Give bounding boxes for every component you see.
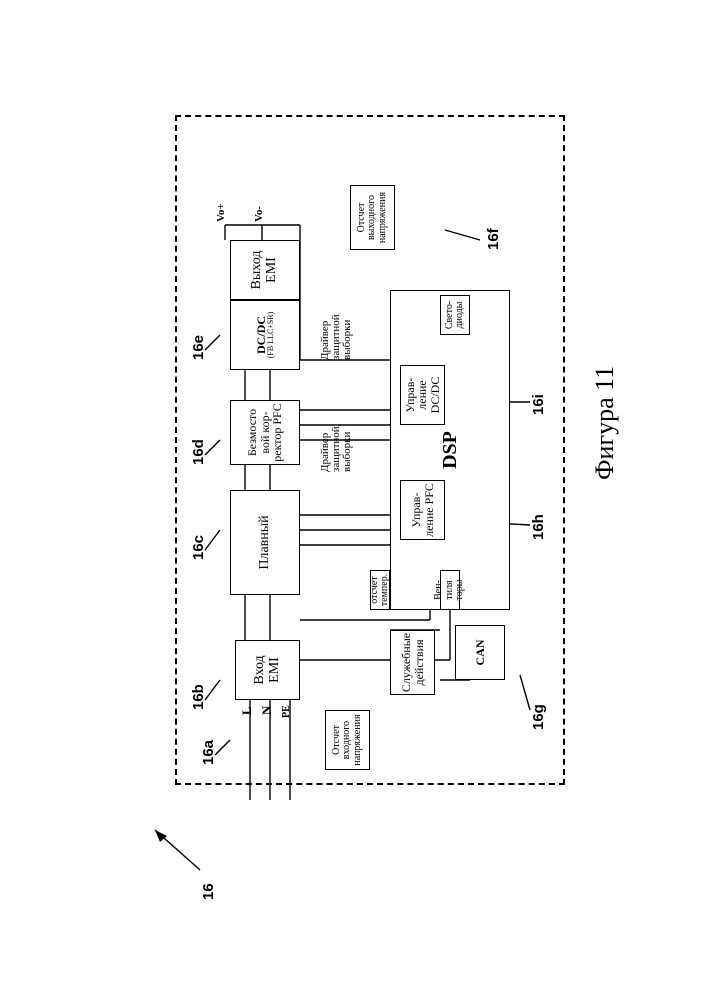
ref-16g: 16g <box>530 704 547 730</box>
n-terminal: N <box>260 706 273 715</box>
dcdc-block: DC/DC (FB LLC+SR) <box>230 300 300 370</box>
driver-label-1: Драйвер защитной выборки <box>320 402 353 472</box>
pe-terminal: PE <box>282 705 292 718</box>
ref-16: 16 <box>200 883 217 900</box>
ref-16h: 16h <box>530 514 547 540</box>
can-block: CAN <box>455 625 505 680</box>
emi-output-label: Выход EMI <box>250 241 279 299</box>
pfc-control-block: Управ- ление PFC <box>400 480 445 540</box>
ref-16e: 16e <box>190 335 207 360</box>
input-voltage-block: Отсчет входного напряжения <box>325 710 370 770</box>
output-voltage-block: Отсчет выходного напряжения <box>350 185 395 250</box>
l-terminal: L <box>240 706 253 715</box>
vo-minus-terminal: Vo- <box>254 206 265 222</box>
ref-16a: 16a <box>200 740 217 765</box>
dsp-label: DSP <box>440 431 461 469</box>
leds-block: Свето- диоды <box>440 295 470 335</box>
pfc-control-label: Управ- ление PFC <box>410 481 435 539</box>
vo-plus-terminal: Vo+ <box>216 203 227 222</box>
temp-label: отсчет темпер. <box>370 571 391 609</box>
driver-label-2: Драйвер защитной выборки <box>320 290 353 360</box>
dcdc-control-label: Управ- ление DC/DC <box>404 366 442 424</box>
dcdc-sub-label: (FB LLC+SR) <box>267 312 275 359</box>
can-label: CAN <box>474 640 487 666</box>
service-block: Служебные действия <box>390 630 435 695</box>
output-voltage-label: Отсчет выходного напряжения <box>357 186 389 249</box>
figure-caption: Фигура 11 <box>590 366 620 480</box>
service-label: Служебные действия <box>400 631 425 694</box>
input-voltage-label: Отсчет входного напряжения <box>332 711 364 769</box>
ref-16i: 16i <box>530 394 547 415</box>
pfc-block: Безмосто вой кор- ректор PFC <box>230 400 300 465</box>
dcdc-control-block: Управ- ление DC/DC <box>400 365 445 425</box>
soft-start-label: Плавный <box>258 515 273 569</box>
emi-input-label: Вход EMI <box>253 641 282 699</box>
fans-block: Вен- тиля торы <box>440 570 460 610</box>
emi-input-block: Вход EMI <box>235 640 300 700</box>
emi-output-block: Выход EMI <box>230 240 300 300</box>
leds-label: Свето- диоды <box>445 296 466 334</box>
dsp-block: DSP <box>390 290 510 610</box>
soft-start-block: Плавный <box>230 490 300 595</box>
ref-16f: 16f <box>485 228 502 250</box>
ref-16b: 16b <box>190 684 207 710</box>
fans-label: Вен- тиля торы <box>434 571 466 609</box>
ref-16d: 16d <box>190 439 207 465</box>
temp-block: отсчет темпер. <box>370 570 390 610</box>
pfc-label: Безмосто вой кор- ректор PFC <box>246 403 284 462</box>
ref-16c: 16c <box>190 535 207 560</box>
